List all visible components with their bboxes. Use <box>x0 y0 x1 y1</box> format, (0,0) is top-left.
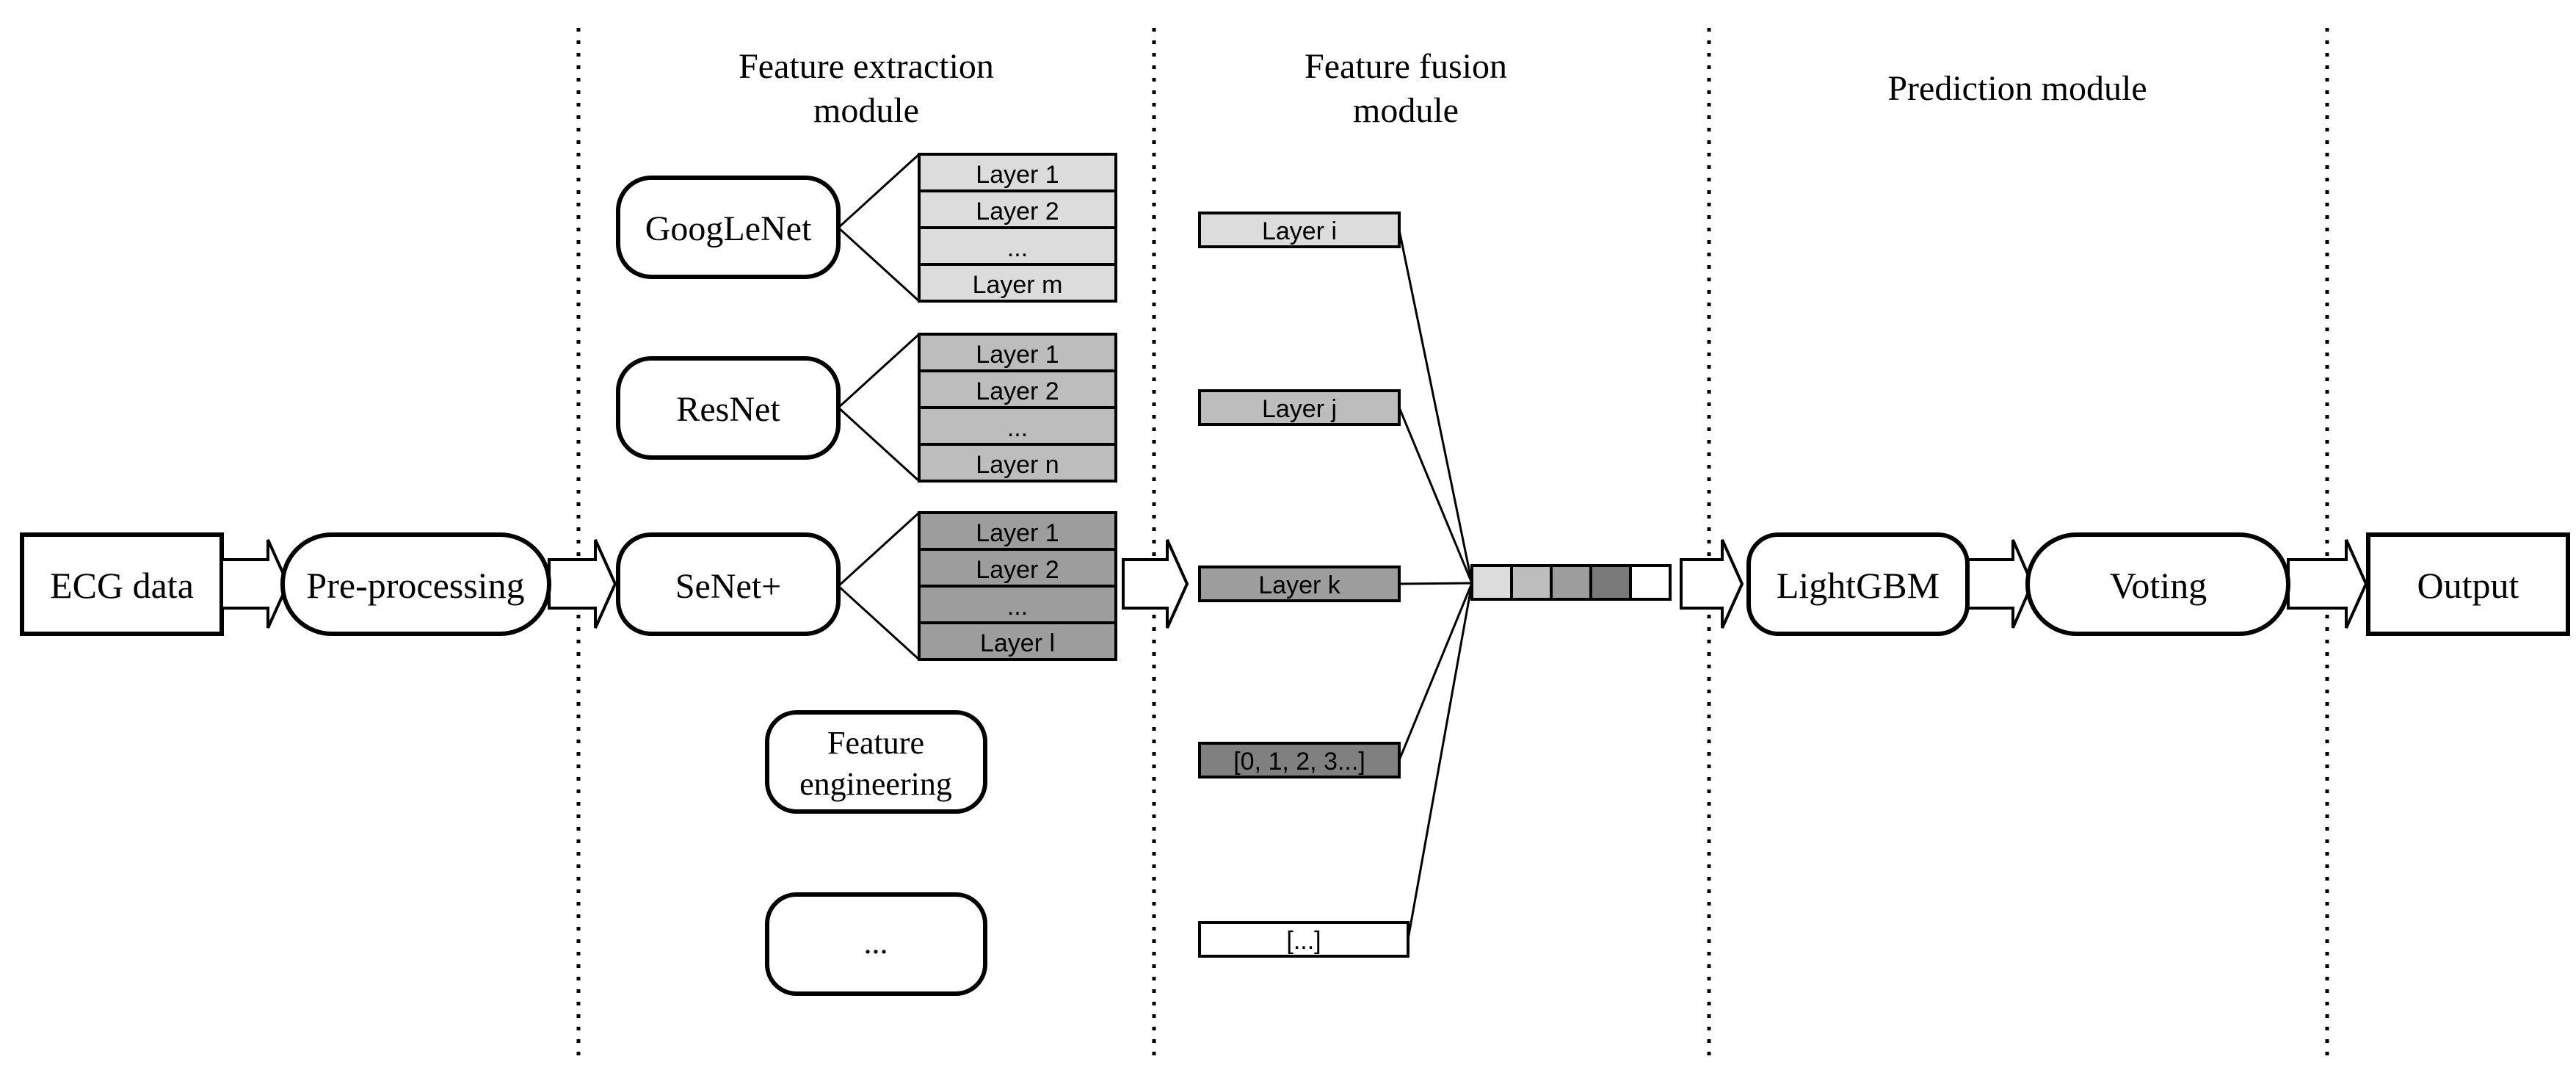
arrow-preprocessing-to-extraction <box>548 539 617 629</box>
lightgbm-box <box>1746 532 1970 636</box>
resnet-fan <box>836 333 921 483</box>
preprocessing-label: Pre-processing <box>306 565 524 606</box>
senet-label: SeNet+ <box>675 567 781 606</box>
googlenet-layer-label: Layer 1 <box>976 161 1059 189</box>
resnet-layer-stack: Layer 1 Layer 2 ... Layer n <box>918 333 1117 483</box>
ecg-data-box <box>20 532 224 636</box>
fusion-connector <box>1398 582 1473 761</box>
fusion-input-bar <box>1198 212 1401 248</box>
output-label: Output <box>2417 565 2519 606</box>
preprocessing-box <box>280 532 551 636</box>
googlenet-label: GoogLeNet <box>645 209 812 248</box>
senet-layer-cell <box>918 621 1117 661</box>
googlenet-layer-cell <box>918 226 1117 266</box>
resnet-layer-label: Layer 1 <box>976 341 1059 369</box>
voting-label: Voting <box>2110 565 2207 606</box>
googlenet-layer-label: ... <box>1007 234 1028 262</box>
fusion-header-line1: Feature fusion <box>1305 47 1507 86</box>
resnet-layer-cell <box>918 443 1117 483</box>
fusion-connector <box>1398 229 1473 584</box>
fusion-input-label: [...] <box>1286 927 1321 955</box>
senet-fan <box>836 511 921 661</box>
arrow-voting-to-output <box>2287 539 2368 629</box>
fused-vector-cell <box>1510 564 1553 601</box>
arrow-lightgbm-to-voting <box>1966 539 2034 629</box>
senet-layer-label: Layer 2 <box>976 556 1059 584</box>
fusion-input-label: Layer j <box>1262 395 1337 423</box>
fused-feature-vector <box>1470 564 1672 601</box>
output-box <box>2366 532 2570 636</box>
extraction-header-line2: module <box>813 91 919 130</box>
senet-layer-label: Layer 1 <box>976 519 1059 547</box>
senet-layer-stack: Layer 1 Layer 2 ... Layer l <box>918 511 1117 661</box>
googlenet-layer-label: Layer 2 <box>976 198 1059 225</box>
resnet-layer-label: Layer n <box>976 451 1059 479</box>
fusion-inputs: Layer i Layer j Layer k [0, 1, 2, 3...] … <box>1198 212 1409 958</box>
extraction-header-line1: Feature extraction <box>739 47 994 86</box>
fused-vector-cell <box>1629 564 1672 601</box>
fusion-input-label: [0, 1, 2, 3...] <box>1233 748 1365 776</box>
fusion-connectors <box>1398 229 1473 940</box>
resnet-layer-cell <box>918 333 1117 372</box>
fused-vector-cell <box>1550 564 1592 601</box>
feature-engineering-line1: Feature <box>827 725 924 761</box>
googlenet-layer-label: Layer m <box>973 271 1063 299</box>
arrow-extraction-to-fusion <box>1122 539 1189 629</box>
lightgbm-label: LightGBM <box>1777 565 1940 606</box>
fusion-connector <box>1398 407 1473 584</box>
resnet-layer-label: ... <box>1007 414 1028 442</box>
fusion-connector <box>1407 582 1473 940</box>
resnet-layer-cell <box>918 406 1117 446</box>
fusion-input-label: Layer i <box>1262 217 1337 245</box>
senet-layer-label: Layer l <box>980 629 1055 657</box>
prediction-header: Prediction module <box>1887 69 2147 108</box>
voting-box <box>2025 532 2290 636</box>
more-extractors-label: ... <box>864 925 888 961</box>
fusion-input-label: Layer k <box>1258 571 1340 599</box>
senet-layer-cell <box>918 585 1117 624</box>
googlenet-layer-cell <box>918 153 1117 192</box>
resnet-layer-label: Layer 2 <box>976 377 1059 405</box>
ecg-data-label: ECG data <box>50 565 194 606</box>
senet-layer-label: ... <box>1007 593 1028 621</box>
feature-engineering-box <box>765 710 987 814</box>
fused-vector-cell <box>1470 564 1513 601</box>
fusion-connector <box>1398 582 1473 585</box>
fused-vector-cell <box>1589 564 1632 601</box>
more-extractors-box <box>765 892 987 996</box>
googlenet-layer-cell <box>918 263 1117 303</box>
senet-box <box>616 532 841 636</box>
googlenet-layer-stack: Layer 1 Layer 2 ... Layer m <box>918 153 1117 303</box>
arrow-input-to-preprocessing <box>220 539 290 629</box>
feature-engineering-line2: engineering <box>799 766 952 802</box>
resnet-label: ResNet <box>676 390 780 429</box>
fusion-header-line2: module <box>1353 91 1459 130</box>
googlenet-fan <box>836 153 921 303</box>
arrow-fusion-to-prediction <box>1680 539 1744 629</box>
